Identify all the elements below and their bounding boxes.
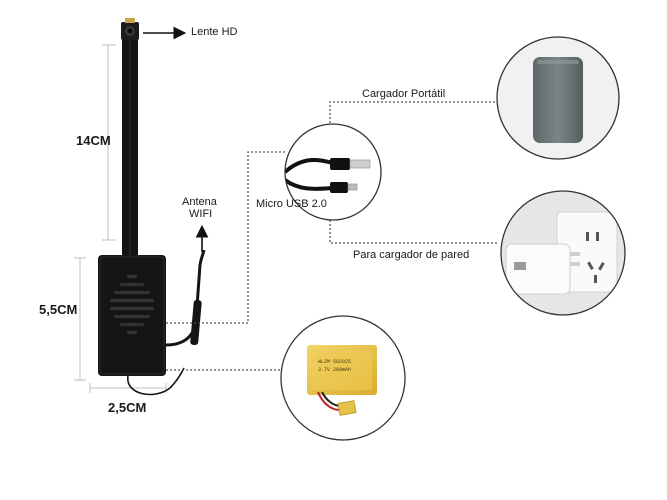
usb-dotted-path [166, 101, 497, 324]
powerbank-image [496, 36, 620, 160]
lens-label: Lente HD [191, 26, 238, 38]
dimension-2-5cm-line [89, 383, 167, 393]
wall-charger-label: Para cargador de pared [353, 249, 470, 261]
antenna-label-line1: Antena [182, 196, 217, 208]
micro-usb-label: Micro USB 2.0 [256, 198, 327, 210]
antenna-label-line2: WIFI [189, 208, 213, 220]
portable-charger-label: Cargador Portátil [362, 88, 446, 100]
length-label: 14CM [76, 133, 111, 148]
usb-cable-image [284, 123, 382, 221]
battery-sticker-line2: 3.7V 200mAh [318, 367, 352, 373]
device-vent-grille [110, 275, 154, 334]
dimension-14cm-line [102, 44, 116, 241]
antenna-wire [165, 249, 206, 347]
camera-lens-module [121, 18, 139, 40]
width-label: 2,5CM [108, 400, 147, 415]
wall-charger-image [500, 190, 626, 316]
device-body [98, 255, 166, 376]
battery-image [280, 315, 406, 441]
battery-cable [127, 367, 185, 396]
dimension-5-5cm-line [74, 257, 86, 381]
height-label: 5,5CM [39, 302, 78, 317]
battery-sticker-line1: WLZM 502025 [318, 359, 352, 365]
